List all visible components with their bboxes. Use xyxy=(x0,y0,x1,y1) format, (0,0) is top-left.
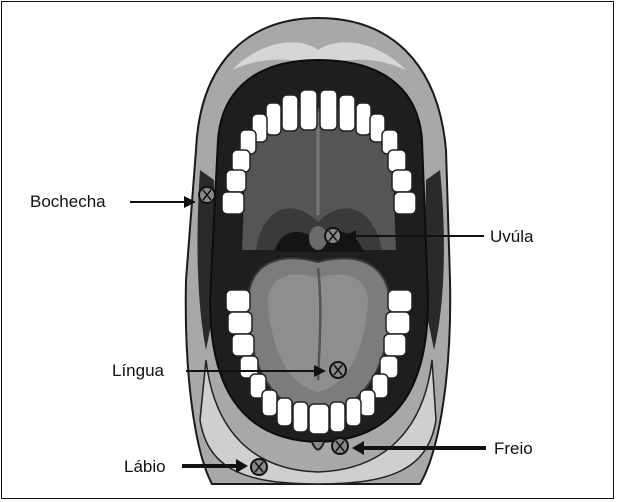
label-frenulum: Freio xyxy=(494,440,533,457)
cheek-arrow xyxy=(130,196,196,208)
frenulum-marker xyxy=(332,438,348,454)
cheek-marker xyxy=(199,187,215,203)
uvula-marker xyxy=(325,228,341,244)
lip-marker xyxy=(251,459,267,475)
tongue-marker xyxy=(330,362,346,378)
label-lip: Lábio xyxy=(124,458,166,475)
label-cheek: Bochecha xyxy=(30,193,106,210)
label-uvula: Uvúla xyxy=(490,228,533,245)
label-tongue: Língua xyxy=(112,362,164,379)
